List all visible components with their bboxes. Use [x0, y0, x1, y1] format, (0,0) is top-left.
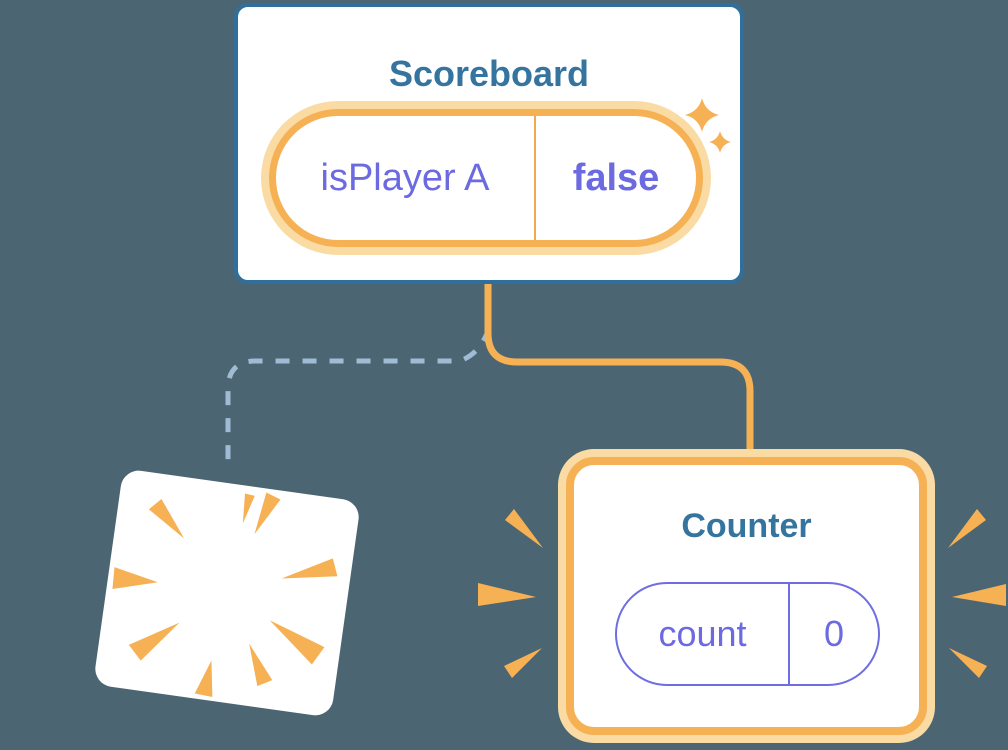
- destroyed-card: [92, 468, 362, 718]
- connector-orange-scoreboard-to-counter: [484, 282, 754, 455]
- sparkles-icon: [685, 98, 731, 153]
- scoreboard-title: Scoreboard: [388, 53, 590, 94]
- counter-card: Counter count 0: [558, 449, 935, 743]
- impact-lines-right-icon: [948, 509, 1006, 678]
- scoreboard-card: Scoreboard isPlayer A false: [234, 3, 744, 284]
- connector-dashed-scoreboard-to-destroyed: [225, 327, 492, 460]
- counter-pill-label: count: [617, 584, 790, 684]
- counter-card-frame: Counter count 0: [566, 457, 927, 735]
- scoreboard-state-pill: isPlayer A false: [269, 109, 703, 247]
- state-pill-label: isPlayer A: [276, 116, 536, 240]
- counter-pill-value: 0: [823, 613, 845, 654]
- impact-lines-left-icon: [478, 509, 543, 678]
- explosion-burst-icon: [112, 492, 338, 697]
- counter-state-pill: count 0: [615, 582, 880, 686]
- state-pill-value: false: [572, 156, 660, 199]
- counter-title: Counter: [681, 507, 812, 545]
